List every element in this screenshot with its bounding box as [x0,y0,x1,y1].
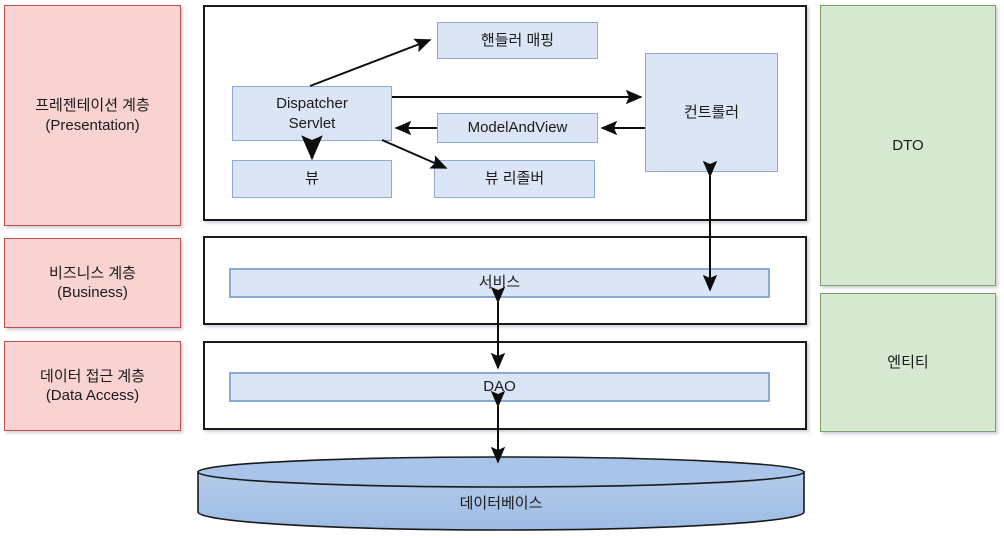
side-box-entity-label: 엔티티 [887,353,929,371]
node-dispatcher-servlet-label-line2: Servlet [288,114,336,132]
node-handler-mapping-label: 핸들러 매핑 [480,31,555,49]
node-controller: 컨트롤러 [645,53,778,172]
layer-label-data-access: 데이터 접근 계층 (Data Access) [4,341,181,431]
layer-label-data-access-ko: 데이터 접근 계층 [40,367,145,385]
layer-label-data-access-en: (Data Access) [45,387,140,404]
node-handler-mapping: 핸들러 매핑 [437,22,598,59]
side-box-dto: DTO [820,5,996,286]
node-model-and-view-label: ModelAndView [467,119,568,137]
node-view: 뷰 [232,160,392,198]
side-box-entity: 엔티티 [820,293,996,432]
node-view-resolver-label: 뷰 리졸버 [484,170,545,188]
node-controller-label: 컨트롤러 [683,103,740,121]
node-dispatcher-servlet: Dispatcher Servlet [232,86,392,141]
node-model-and-view: ModelAndView [437,113,598,143]
node-service: 서비스 [229,268,770,298]
node-dao: DAO [229,372,770,402]
node-view-label: 뷰 [305,170,319,188]
node-service-label: 서비스 [478,274,521,292]
side-box-dto-label: DTO [892,136,924,154]
node-dao-label: DAO [483,378,516,396]
database-cylinder [197,456,805,531]
layer-label-presentation: 프레젠테이션 계층 (Presentation) [4,5,181,226]
node-view-resolver: 뷰 리졸버 [434,160,595,198]
layer-label-presentation-ko: 프레젠테이션 계층 [35,97,150,115]
layer-label-presentation-en: (Presentation) [45,116,140,134]
layer-label-business-en: (Business) [57,284,128,301]
layer-label-business-ko: 비즈니스 계층 [49,264,136,282]
node-dispatcher-servlet-label-line1: Dispatcher [276,95,348,113]
layer-label-business: 비즈니스 계층 (Business) [4,238,181,328]
